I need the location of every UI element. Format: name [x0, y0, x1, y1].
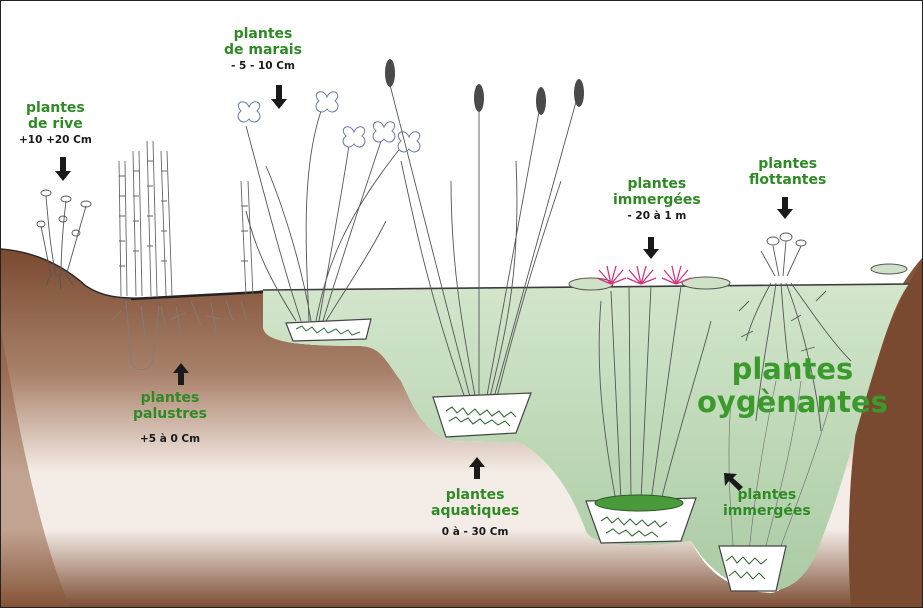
label-plantes-oxygenantes: plantes oygènantes	[697, 353, 888, 420]
label-title: plantes	[613, 177, 701, 193]
down-arrow-icon	[55, 157, 71, 181]
basket-bottom	[719, 546, 786, 591]
label-plantes-de-rive: plantes de rive +10 +20 Cm	[19, 101, 92, 147]
label-title: plantes	[19, 101, 92, 117]
cattail-heads	[385, 59, 584, 115]
label-title: plantes	[224, 27, 302, 43]
label-plantes-immergees-top: plantes immergées - 20 à 1 m	[613, 177, 701, 223]
basket-immergees	[586, 495, 696, 543]
label-title: plantes	[723, 488, 811, 504]
iris-flowers	[238, 92, 420, 152]
label-title: flottantes	[749, 173, 826, 189]
label-title: plantes	[133, 391, 207, 407]
label-depth: +5 à 0 Cm	[133, 434, 207, 446]
label-title: oygènantes	[697, 386, 888, 419]
label-title: de rive	[19, 117, 92, 133]
label-title: plantes	[697, 353, 888, 386]
down-arrow-icon	[777, 197, 793, 219]
palustres-plants	[119, 141, 253, 296]
label-title: plantes	[431, 488, 519, 504]
label-depth: - 20 à 1 m	[613, 211, 701, 223]
label-depth: - 5 - 10 Cm	[224, 61, 302, 73]
label-title: palustres	[133, 407, 207, 423]
basket-marais	[286, 319, 371, 341]
label-plantes-palustres: plantes palustres +5 à 0 Cm	[133, 391, 207, 446]
basket-aquatiques	[433, 393, 531, 437]
label-plantes-aquatiques: plantes aquatiques 0 à - 30 Cm	[431, 488, 519, 539]
label-title: immergées	[723, 504, 811, 520]
down-arrow-icon	[643, 237, 659, 259]
label-title: aquatiques	[431, 504, 519, 520]
label-plantes-de-marais: plantes de marais - 5 - 10 Cm	[224, 27, 302, 73]
label-title: immergées	[613, 193, 701, 209]
label-title: de marais	[224, 43, 302, 59]
label-depth: +10 +20 Cm	[19, 135, 92, 147]
label-plantes-flottantes: plantes flottantes	[749, 157, 826, 188]
label-plantes-immergees-bottom: plantes immergées	[723, 488, 811, 519]
label-depth: 0 à - 30 Cm	[431, 527, 519, 539]
down-arrow-icon	[271, 85, 287, 109]
label-title: plantes	[749, 157, 826, 173]
pink-flowers	[597, 266, 691, 284]
